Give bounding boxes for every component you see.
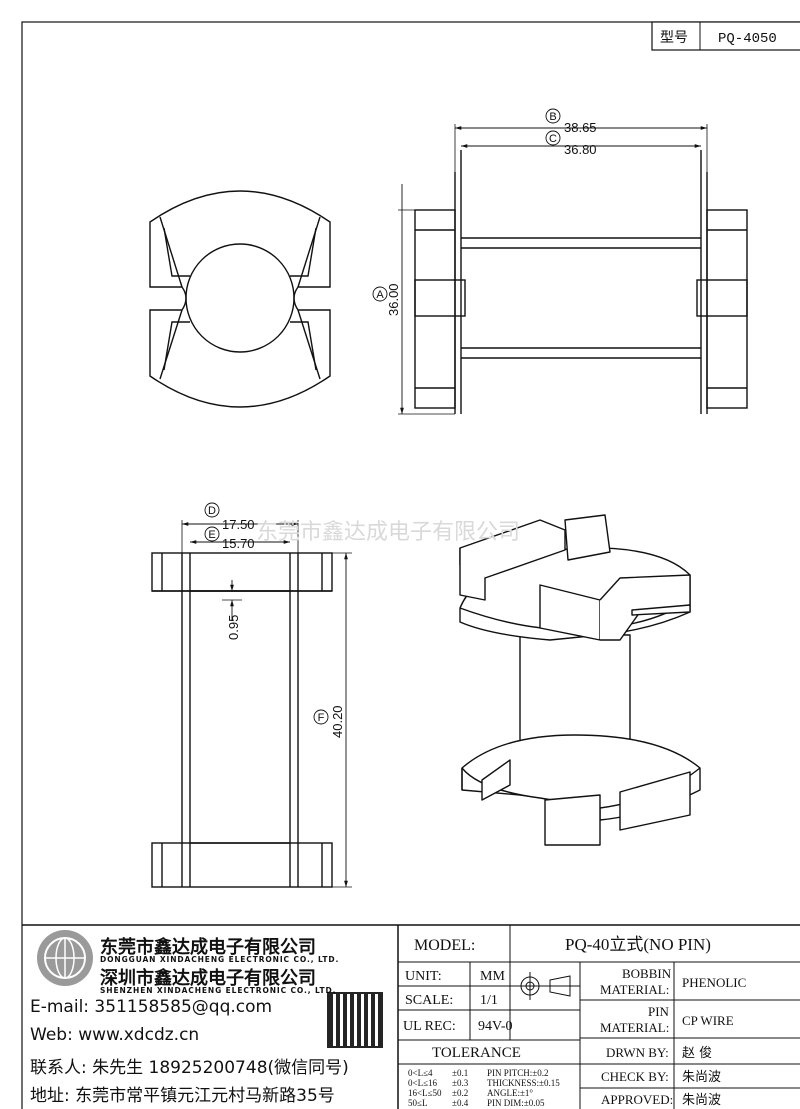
- dim-d-value: 17.50: [222, 517, 255, 532]
- title-block: [398, 925, 800, 1109]
- tb-ulrec-value: 94V-0: [478, 1019, 513, 1034]
- tb-scale-label: SCALE:: [405, 993, 453, 1008]
- tol-range-0: 0<L≤4: [408, 1068, 433, 1078]
- tb-scale-value: 1/1: [480, 993, 498, 1008]
- tb-model-value: PQ-40立式(NO PIN): [565, 935, 711, 954]
- check-value: 朱尚波: [682, 1070, 721, 1085]
- pin-label-2: MATERIAL:: [600, 1020, 669, 1035]
- drawing-border: [21, 21, 800, 1109]
- tol-value-1: ±0.3: [452, 1078, 469, 1088]
- header-model-box: 型号 PQ-4050: [651, 21, 800, 51]
- dim-e-value: 15.70: [222, 536, 255, 551]
- tol-value-0: ±0.1: [452, 1068, 468, 1078]
- bobbin-label-1: BOBBIN: [622, 966, 672, 981]
- dim-c-value: 36.80: [564, 142, 597, 157]
- tb-model-label: MODEL:: [414, 937, 475, 954]
- dim-a-value: 36.00: [386, 283, 401, 316]
- tb-ulrec-label: UL REC:: [403, 1019, 456, 1034]
- bobbin-material-value: PHENOLIC: [682, 975, 746, 990]
- isometric-view: [459, 514, 701, 846]
- dim-e: E 15.70: [190, 526, 290, 551]
- dim-f-value: 40.20: [330, 705, 345, 738]
- header-model-value: PQ-4050: [718, 31, 777, 47]
- company-web[interactable]: Web: www.xdcdz.cn: [30, 1025, 200, 1045]
- tb-unit-value: MM: [480, 969, 505, 984]
- company-name-dongguan: 东莞市鑫达成电子有限公司: [100, 937, 316, 958]
- tol-range-1: 0<L≤16: [408, 1078, 438, 1088]
- tol-value-3: ±0.4: [452, 1098, 469, 1108]
- tol-item-3: PIN DIM:±0.05: [487, 1098, 545, 1108]
- dim-a-circle: A: [376, 289, 384, 301]
- dim-c: C 36.80: [461, 130, 701, 157]
- tol-item-2: ANGLE:±1°: [487, 1088, 533, 1098]
- approved-value: 朱尚波: [682, 1093, 721, 1108]
- dim-e-circle: E: [208, 529, 215, 541]
- company-contact: 联系人: 朱先生 18925200748(微信同号): [30, 1058, 349, 1078]
- header-model-label: 型号: [660, 30, 688, 46]
- end-view: [149, 190, 331, 408]
- pin-material-value: CP WIRE: [682, 1013, 734, 1028]
- check-label: CHECK BY:: [601, 1069, 669, 1084]
- bobbin-label-2: MATERIAL:: [600, 982, 669, 997]
- tol-range-3: 50≤L: [408, 1098, 427, 1108]
- side-view: [414, 150, 748, 414]
- drwn-label: DRWN BY:: [606, 1045, 669, 1060]
- company-name-shenzhen-en: SHENZHEN XINDACHENG ELECTRONIC CO., LTD.: [100, 986, 337, 995]
- dim-b: B 38.65: [454, 108, 708, 172]
- watermark-text: 东莞市鑫达成电子有限公司: [256, 520, 520, 545]
- tol-value-2: ±0.2: [452, 1088, 468, 1098]
- dim-d-circle: D: [208, 505, 216, 517]
- tol-item-1: THICKNESS:±0.15: [487, 1078, 560, 1088]
- tolerance-table: 0<L≤4 ±0.1 PIN PITCH:±0.2 0<L≤16 ±0.3 TH…: [408, 1068, 560, 1108]
- dim-b-circle: B: [549, 111, 556, 123]
- company-logo: [37, 930, 93, 986]
- dim-thin: 0.95: [222, 580, 242, 640]
- dim-a: A 36.00: [372, 184, 455, 415]
- company-name-dongguan-en: DONGGUAN XINDACHENG ELECTRONIC CO., LTD.: [100, 955, 340, 964]
- approved-label: APPROVED:: [601, 1092, 673, 1107]
- tb-unit-label: UNIT:: [405, 969, 442, 984]
- dim-thin-value: 0.95: [226, 615, 241, 640]
- tb-tolerance-label: TOLERANCE: [432, 1045, 521, 1061]
- tol-range-2: 16<L≤50: [408, 1088, 442, 1098]
- qr-code: [327, 992, 383, 1048]
- dim-f-circle: F: [318, 712, 325, 724]
- dim-d: D 17.50: [181, 502, 299, 553]
- tol-item-0: PIN PITCH:±0.2: [487, 1068, 548, 1078]
- dim-c-circle: C: [549, 133, 557, 145]
- dim-b-value: 38.65: [564, 120, 597, 135]
- company-email[interactable]: E-mail: 351158585@qq.com: [30, 997, 273, 1017]
- drwn-value: 赵 俊: [682, 1046, 712, 1061]
- company-address: 地址: 东莞市常平镇元江元村马新路35号: [30, 1086, 335, 1106]
- section-view: [151, 552, 333, 888]
- company-name-shenzhen: 深圳市鑫达成电子有限公司: [100, 968, 316, 989]
- dim-f: F 40.20: [313, 552, 352, 888]
- pin-label-1: PIN: [648, 1004, 670, 1019]
